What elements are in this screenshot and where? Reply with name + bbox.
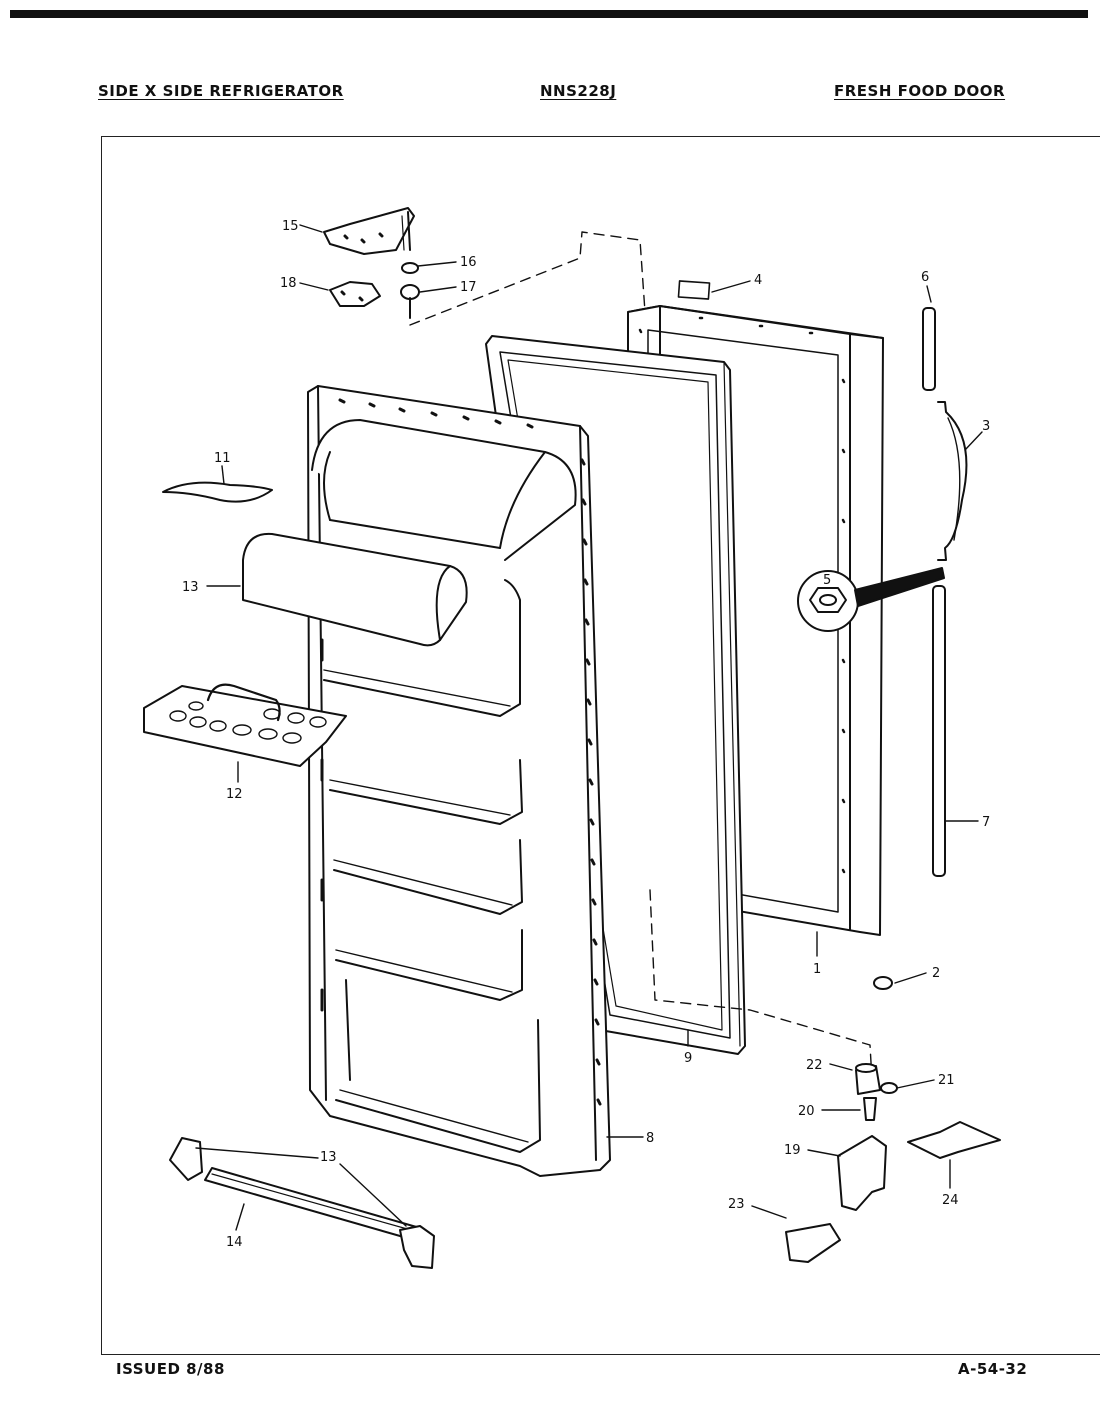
callout-20: 20 [798,1104,815,1119]
callout-2: 2 [932,966,940,981]
part-12-egg-tray [143,683,347,767]
top-rule [10,10,1088,18]
callout-5: 5 [823,573,831,588]
callout-18: 18 [280,276,297,291]
callout-8: 8 [646,1131,654,1146]
callout-4: 4 [754,273,762,288]
callout-19: 19 [784,1143,801,1158]
callout-22: 22 [806,1058,823,1073]
callout-17: 17 [460,280,477,295]
callout-14: 14 [226,1235,243,1250]
callout-13-end-caps: 13 [320,1150,337,1165]
callout-6: 6 [921,270,929,285]
alignment-dashed-lines [409,231,873,1081]
header-product-type: SIDE X SIDE REFRIGERATOR [98,82,344,100]
callout-leader-lines [195,224,983,1231]
top-hinge-assembly [323,207,420,319]
part-5-detail [797,567,945,632]
callout-12: 12 [226,787,243,802]
door-handle-assembly [922,307,968,877]
callout-11: 11 [214,451,231,466]
callout-21: 21 [938,1073,955,1088]
header-model-number: NNS228J [540,82,617,100]
part-13-bin-cover [242,532,468,647]
callout-24: 24 [942,1193,959,1208]
callout-1: 1 [813,962,821,977]
callout-16: 16 [460,255,477,270]
callout-13-bin-cover: 13 [182,580,199,595]
footer-page-code: A-54-32 [958,1360,1028,1378]
callout-7: 7 [982,815,990,830]
callout-9: 9 [684,1051,692,1066]
callout-3: 3 [982,419,990,434]
callout-15: 15 [282,219,299,234]
part-11-cover [162,481,273,503]
part-4-block [677,280,711,300]
inner-door-liner [307,385,611,1177]
part-14-shelf-bar [169,1137,435,1269]
footer-issue-date: ISSUED 8/88 [116,1360,225,1378]
bottom-hinge-assembly [785,976,1001,1263]
callout-23: 23 [728,1197,745,1212]
header-section-title: FRESH FOOD DOOR [834,82,1006,100]
diagram-frame [101,136,1100,1355]
